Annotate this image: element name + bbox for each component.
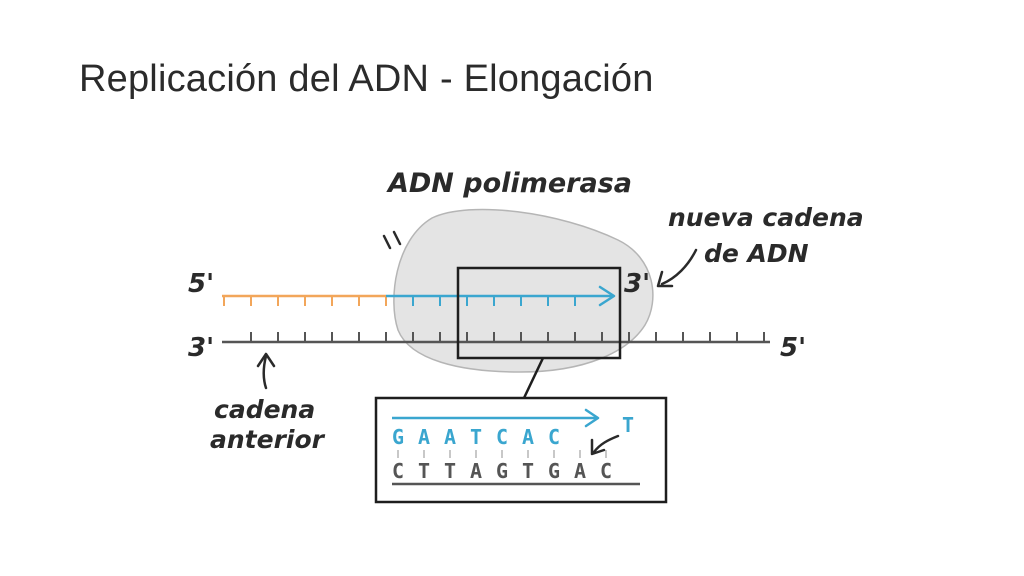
old-strand-pointer-head-icon [256, 352, 276, 368]
bottom-3-prime-label: 3' [188, 333, 214, 363]
inset-template-base: T [522, 459, 534, 483]
inset-template-base: T [418, 459, 430, 483]
bottom-5-prime-label: 5' [780, 333, 806, 363]
new-strand-label-line1: nueva cadena [668, 203, 864, 232]
incoming-base-arrow-head-icon [590, 438, 606, 456]
inset-new-base: A [444, 425, 456, 449]
motion-marks-icon [382, 230, 402, 250]
inset-new-base: C [496, 425, 508, 449]
old-strand-label-line1: cadena [214, 395, 315, 424]
zoom-connector [522, 357, 545, 399]
inset-base-pair-marks [397, 450, 607, 458]
new-strand-pointer-head-icon [656, 270, 674, 288]
inset-template-base: A [574, 459, 586, 483]
zoom-box [456, 266, 622, 360]
new-strand-label-line2: de ADN [704, 239, 809, 268]
dna-polymerase-blob [393, 208, 654, 373]
inset-arrowhead-icon [584, 408, 600, 428]
inset-template-base: T [444, 459, 456, 483]
old-strand-label-line2: anterior [210, 425, 326, 454]
inset-new-base: C [548, 425, 560, 449]
new-strand-arrowhead-icon [598, 285, 616, 307]
inset-new-base: A [522, 425, 534, 449]
inset-template-base: G [496, 459, 508, 483]
incoming-base-arrow-icon [592, 434, 620, 454]
top-3-prime-label: 3' [624, 269, 650, 299]
inset-template-base: A [470, 459, 482, 483]
template-strand-ticks [250, 332, 765, 342]
inset-template-base: C [600, 459, 612, 483]
top-5-prime-label: 5' [188, 269, 214, 299]
old-strand-pointer-icon [262, 354, 268, 390]
inset-template-base: C [392, 459, 404, 483]
new-strand-ticks [412, 296, 576, 306]
primer-ticks [223, 296, 387, 306]
page-title: Replicación del ADN - Elongación [79, 58, 654, 100]
inset-new-base: T [470, 425, 482, 449]
polymerase-label: ADN polimerasa [386, 168, 632, 199]
inset-new-base: G [392, 425, 404, 449]
inset-template-base: G [548, 459, 560, 483]
inset-new-base: A [418, 425, 430, 449]
new-strand-pointer-icon [660, 248, 698, 286]
incoming-base: T [622, 413, 634, 437]
